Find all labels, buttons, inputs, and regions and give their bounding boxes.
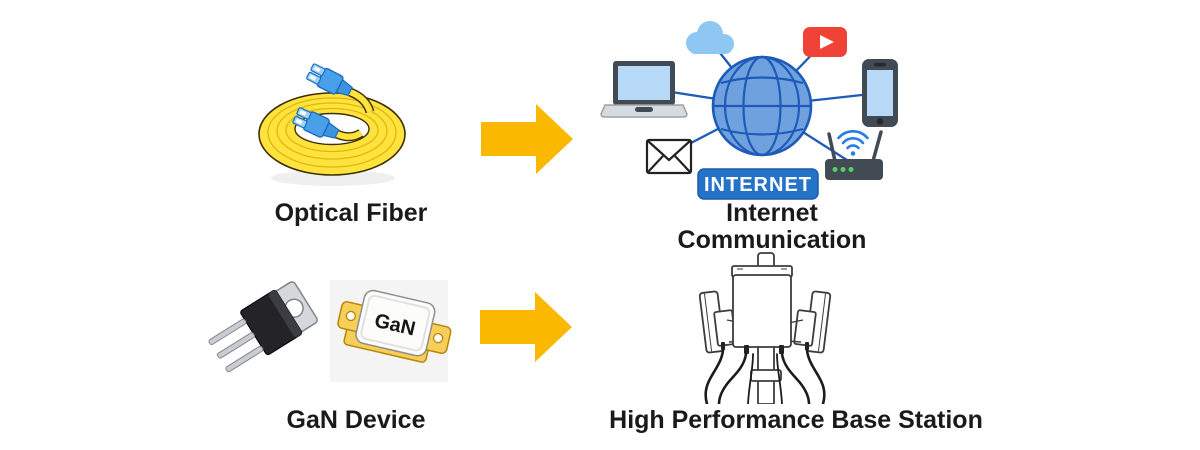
gan-device-illustration: GaN (208, 278, 473, 393)
base-station-illustration (687, 250, 843, 404)
gan-device-label: GaN Device (286, 406, 426, 434)
optical-fiber-illustration (253, 56, 428, 191)
gan-package-icon: GaN (337, 289, 452, 363)
arrow-right-icon (480, 292, 572, 362)
internet-communication-illustration: INTERNET (597, 13, 917, 205)
smartphone-icon (862, 59, 898, 127)
base-station-label: High Performance Base Station (609, 406, 983, 434)
cable (335, 130, 363, 140)
fiber-connector-top-icon (306, 63, 353, 97)
globe-icon (711, 55, 813, 157)
base-station-icon (698, 252, 832, 404)
internet-label-line2: Communication (677, 226, 867, 254)
cable (348, 89, 373, 114)
arrow-right-icon (481, 104, 573, 174)
optical-fiber-label: Optical Fiber (274, 199, 428, 227)
internet-label-line1: Internet (726, 199, 818, 227)
fiber-connector-middle-icon (292, 107, 340, 139)
internet-communication-label: Internet Communication (678, 200, 867, 254)
transistor-icon (208, 281, 318, 373)
cable-connectors (721, 342, 809, 354)
cloud-icon (686, 21, 734, 54)
laptop-icon (600, 61, 688, 118)
coil-shadow (271, 170, 395, 186)
internet-badge-text: INTERNET (704, 174, 812, 196)
internet-badge: INTERNET (697, 168, 819, 200)
youtube-icon (803, 27, 847, 57)
email-icon (645, 138, 693, 175)
cables (704, 348, 826, 404)
cables-thin (747, 353, 783, 404)
wifi-router-icon (825, 129, 883, 180)
